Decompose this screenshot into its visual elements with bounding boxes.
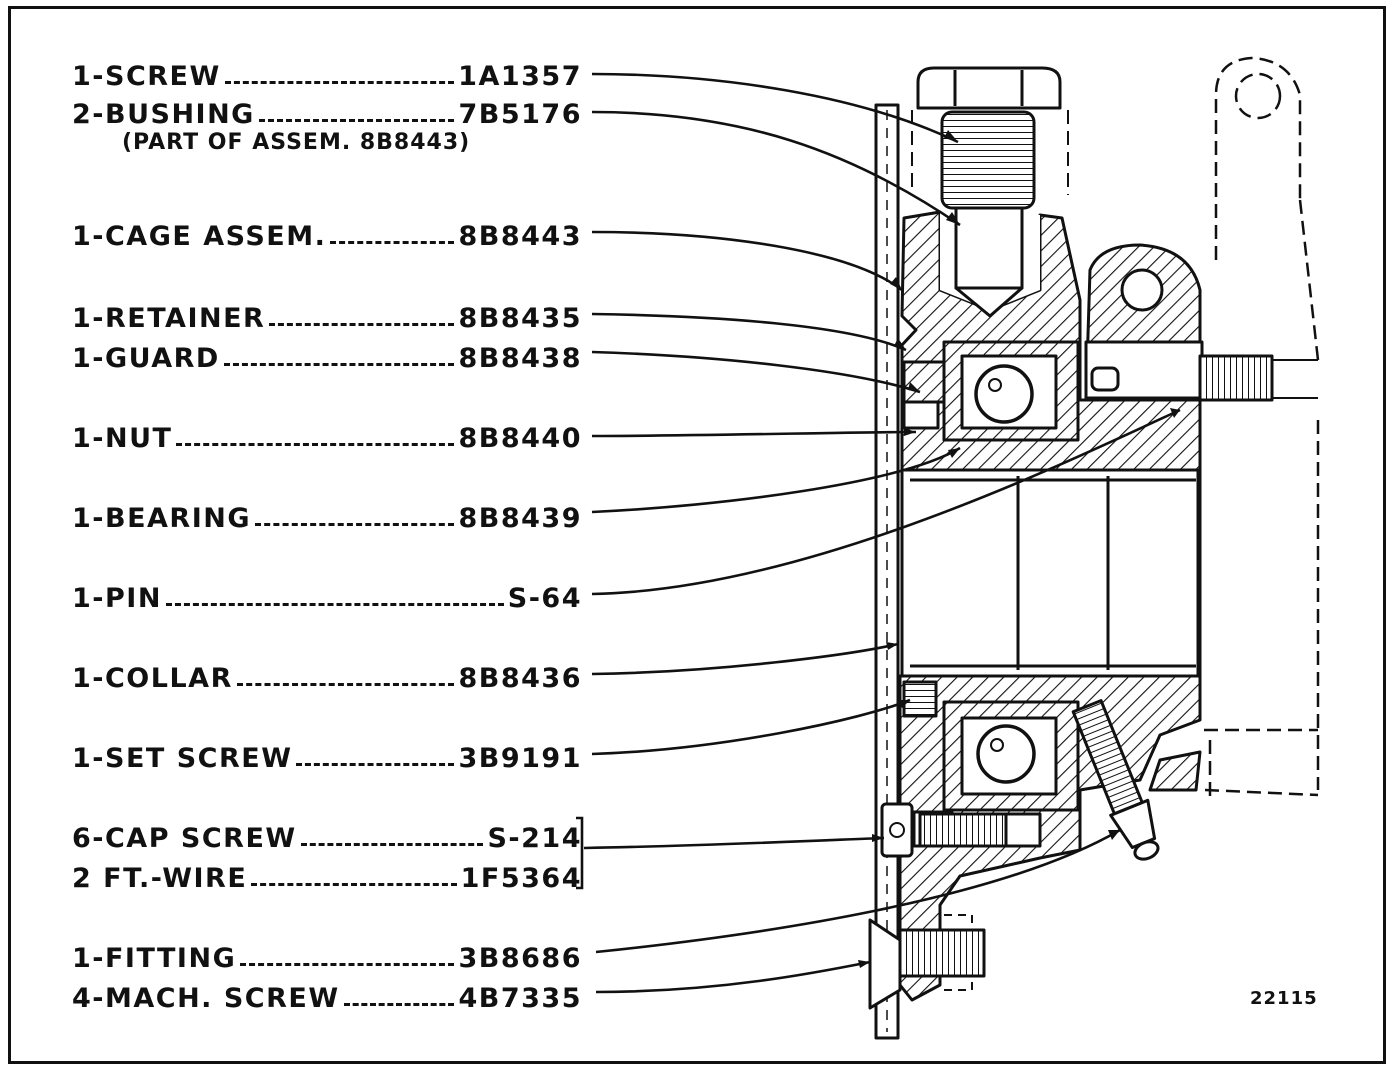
leader-cap-screw-bracket bbox=[576, 816, 584, 890]
part-name: 1-CAGE ASSEM. bbox=[72, 221, 327, 252]
leader-dashes bbox=[330, 241, 455, 244]
leader-dashes bbox=[165, 603, 504, 606]
part-name: 1-RETAINER bbox=[72, 303, 266, 334]
lower-bearing bbox=[942, 700, 1080, 812]
grease-fitting bbox=[1071, 699, 1160, 861]
part-name: 2-BUSHING bbox=[72, 99, 255, 130]
part-label-pin: 1-PIN S-64 bbox=[72, 576, 582, 614]
part-name: 1-COLLAR bbox=[72, 663, 233, 694]
part-name: 4-MACH. SCREW bbox=[72, 983, 340, 1014]
leader-fitting bbox=[595, 828, 1121, 954]
part-label-retainer: 1-RETAINER 8B8435 bbox=[72, 296, 582, 334]
leader-lines bbox=[576, 72, 1181, 994]
part-name: 1-FITTING bbox=[72, 943, 237, 974]
part-name: 1-GUARD bbox=[72, 343, 220, 374]
part-number: 4B7335 bbox=[458, 983, 582, 1014]
part-label-bearing: 1-BEARING 8B8439 bbox=[72, 496, 582, 534]
leader-dashes bbox=[223, 363, 455, 366]
part-label-guard: 1-GUARD 8B8438 bbox=[72, 336, 582, 374]
leader-arrowheads bbox=[858, 130, 1180, 968]
part-name: 1-SCREW bbox=[72, 61, 221, 92]
leader-dashes bbox=[251, 883, 457, 886]
leader-dashes bbox=[269, 323, 455, 326]
leader-dashes bbox=[258, 119, 455, 122]
part-name: 1-BEARING bbox=[72, 503, 252, 534]
upper-bearing bbox=[902, 340, 1080, 442]
part-label-wire: 2 FT.-WIRE 1F5364 bbox=[72, 856, 582, 894]
leader-bushing bbox=[591, 110, 961, 227]
part-label-cap-screw: 6-CAP SCREW S-214 bbox=[72, 816, 582, 854]
part-number: 3B9191 bbox=[458, 743, 582, 774]
leader-guard bbox=[591, 350, 921, 394]
part-label-screw: 1-SCREW 1A1357 bbox=[72, 54, 582, 92]
leader-collar bbox=[591, 642, 899, 676]
part-number: 8B8438 bbox=[458, 343, 582, 374]
mounting-plate bbox=[874, 103, 900, 1040]
part-name: 1-PIN bbox=[72, 583, 162, 614]
part-label-fitting: 1-FITTING 3B8686 bbox=[72, 936, 582, 974]
leader-screw bbox=[591, 72, 959, 144]
part-number: 8B8439 bbox=[458, 503, 582, 534]
part-label-mach-screw: 4-MACH. SCREW 4B7335 bbox=[72, 976, 582, 1014]
leader-set-screw bbox=[591, 698, 911, 756]
shaft-collar bbox=[900, 468, 1202, 678]
part-name: 6-CAP SCREW bbox=[72, 823, 297, 854]
part-number: S-64 bbox=[507, 583, 582, 614]
leader-dashes bbox=[343, 1003, 455, 1006]
part-number: 1F5364 bbox=[460, 863, 582, 894]
part-label-cage-assem: 1-CAGE ASSEM. 8B8443 bbox=[72, 214, 582, 252]
part-number: S-214 bbox=[487, 823, 582, 854]
leader-dashes bbox=[255, 523, 455, 526]
leader-pin bbox=[591, 408, 1181, 596]
part-number: 8B8443 bbox=[458, 221, 582, 252]
part-label-nut: 1-NUT 8B8440 bbox=[72, 416, 582, 454]
part-label-collar: 1-COLLAR 8B8436 bbox=[72, 656, 582, 694]
part-number: 8B8440 bbox=[458, 423, 582, 454]
leader-cap-screw bbox=[583, 836, 885, 850]
part-label-set-screw: 1-SET SCREW 3B9191 bbox=[72, 736, 582, 774]
machine-screw bbox=[868, 914, 986, 1010]
leader-dashes bbox=[296, 763, 455, 766]
leader-cage-assem bbox=[591, 230, 903, 292]
part-number: 3B8686 bbox=[458, 943, 582, 974]
leader-dashes bbox=[176, 443, 455, 446]
leader-mach-screw bbox=[595, 960, 871, 994]
part-number: 7B5176 bbox=[458, 99, 582, 130]
part-note: (PART OF ASSEM. 8B8443) bbox=[122, 130, 471, 155]
leader-dashes bbox=[224, 81, 455, 84]
part-name: 1-SET SCREW bbox=[72, 743, 293, 774]
leader-dashes bbox=[240, 963, 455, 966]
leader-retainer bbox=[591, 312, 907, 352]
part-number: 8B8435 bbox=[458, 303, 582, 334]
leader-dashes bbox=[300, 843, 484, 846]
leader-nut bbox=[591, 430, 917, 438]
part-name: 1-NUT bbox=[72, 423, 173, 454]
lever-arm bbox=[1204, 56, 1320, 797]
figure-frame bbox=[8, 6, 1386, 1064]
part-label-bushing: 2-BUSHING 7B5176 bbox=[72, 92, 582, 130]
cap-screw bbox=[880, 802, 1042, 858]
part-number: 8B8436 bbox=[458, 663, 582, 694]
figure-number: 22115 bbox=[1250, 988, 1318, 1009]
part-name: 2 FT.-WIRE bbox=[72, 863, 248, 894]
part-number: 1A1357 bbox=[458, 61, 582, 92]
leader-dashes bbox=[236, 683, 455, 686]
leader-bearing bbox=[591, 446, 961, 514]
